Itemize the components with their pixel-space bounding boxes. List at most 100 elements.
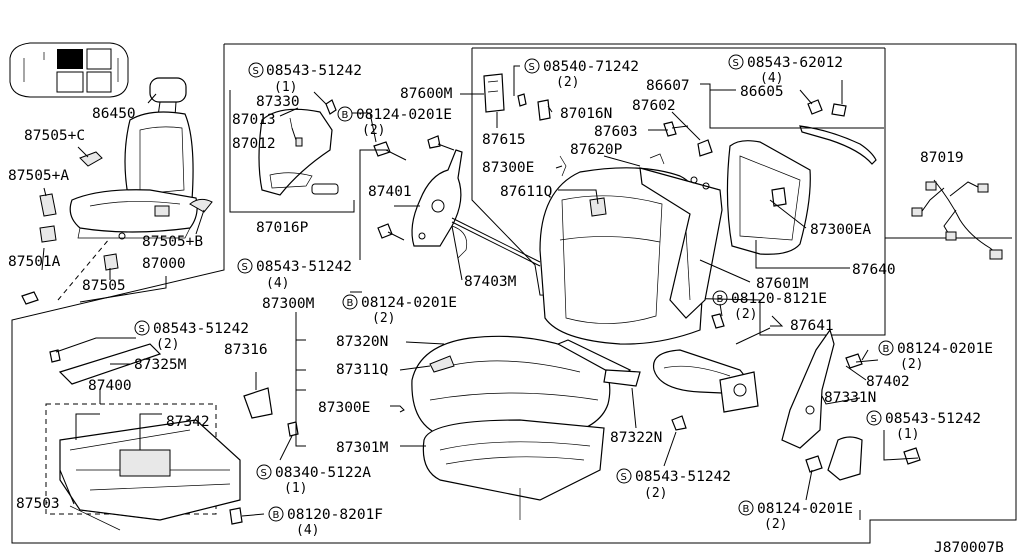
- label-87505-c: 87505+C: [24, 128, 85, 144]
- small-parts-left: [21, 151, 213, 305]
- svg-text:08124-0201E: 08124-0201E: [356, 107, 452, 123]
- label-87615: 87615: [482, 132, 526, 148]
- label-87316: 87316: [224, 342, 268, 358]
- label-87503: 87503: [16, 496, 60, 512]
- label-87602: 87602: [632, 98, 676, 114]
- label-87000: 87000: [142, 256, 186, 272]
- svg-text:S: S: [261, 468, 267, 479]
- label-87320n: 87320N: [336, 334, 388, 350]
- label-87019: 87019: [920, 150, 964, 166]
- svg-text:S: S: [733, 58, 739, 69]
- label-87301m: 87301M: [336, 440, 389, 456]
- svg-text:S: S: [529, 62, 535, 73]
- recliner-87401-drawing: [373, 135, 541, 267]
- label-86607: 86607: [646, 78, 690, 94]
- part-labels: 86450 87505+C 87505+A 87505+B 87501A 870…: [8, 54, 1004, 556]
- svg-text:(4): (4): [266, 276, 289, 291]
- svg-text:08543-62012: 08543-62012: [747, 55, 843, 71]
- svg-text:08124-0201E: 08124-0201E: [897, 341, 993, 357]
- label-87402: 87402: [866, 374, 910, 390]
- svg-text:(2): (2): [900, 357, 923, 372]
- label-b08124-0201e-3: B 08124-0201E (2): [878, 340, 993, 372]
- label-b08120-8121e: B 08120-8121E (2): [712, 290, 827, 322]
- label-87016n: 87016N: [560, 106, 612, 122]
- label-87325m: 87325M: [134, 357, 187, 373]
- label-87016p: 87016P: [256, 220, 309, 236]
- label-87300e-1: 87300E: [482, 160, 534, 176]
- label-87330: 87330: [256, 94, 300, 110]
- svg-text:08540-71242: 08540-71242: [543, 59, 639, 75]
- label-87311q: 87311Q: [336, 362, 388, 378]
- seat-cushion-drawing: [411, 335, 611, 520]
- label-s08340-5122a: S 08340-5122A (1): [256, 464, 371, 496]
- upper-small-parts: [483, 73, 713, 177]
- svg-text:(4): (4): [760, 71, 783, 86]
- label-87640: 87640: [852, 262, 896, 278]
- label-b08124-0201e-2: B 08124-0201E (2): [342, 294, 457, 326]
- label-b08124-0201e-4: B 08124-0201E (2): [738, 500, 853, 532]
- reference-code: J870007B: [934, 540, 1004, 556]
- label-87611q: 87611Q: [500, 184, 552, 200]
- leader-lines: [41, 65, 919, 520]
- label-b08124-0201e-1: B 08124-0201E (2): [337, 106, 452, 138]
- svg-text:B: B: [717, 294, 724, 305]
- label-87300ea: 87300EA: [810, 222, 871, 238]
- svg-text:S: S: [871, 414, 877, 425]
- label-86605: 86605: [740, 84, 784, 100]
- complete-seat-drawing: [69, 77, 198, 240]
- label-87331n: 87331N: [824, 390, 876, 406]
- svg-text:B: B: [743, 504, 750, 515]
- car-location-icon: [9, 42, 129, 98]
- svg-text:08543-51242: 08543-51242: [885, 411, 981, 427]
- label-s08543-51242-2b: S 08543-51242 (2): [616, 468, 731, 501]
- svg-text:(2): (2): [362, 123, 385, 138]
- svg-text:S: S: [621, 472, 627, 483]
- svg-text:(2): (2): [644, 486, 667, 501]
- label-s08540-71242: S 08540-71242 (2): [524, 58, 639, 90]
- side-trim-drawing: [229, 90, 355, 213]
- label-87620p: 87620P: [570, 142, 623, 158]
- svg-text:(2): (2): [764, 517, 787, 532]
- svg-text:(2): (2): [734, 307, 757, 322]
- svg-text:08340-5122A: 08340-5122A: [275, 465, 371, 481]
- seat-plate-drawing: [556, 339, 687, 431]
- label-87400: 87400: [88, 378, 132, 394]
- recliner-lever-drawing: [652, 313, 921, 481]
- svg-text:S: S: [253, 66, 259, 77]
- label-s08543-62012: S 08543-62012 (4): [728, 54, 843, 86]
- svg-text:B: B: [342, 110, 349, 121]
- svg-text:(1): (1): [284, 481, 307, 496]
- label-s08543-51242-4: S 08543-51242 (4): [237, 258, 352, 291]
- label-87401: 87401: [368, 184, 412, 200]
- label-87322n: 87322N: [610, 430, 662, 446]
- svg-text:B: B: [883, 344, 890, 355]
- svg-text:08124-0201E: 08124-0201E: [757, 501, 853, 517]
- svg-text:08120-8201F: 08120-8201F: [287, 507, 383, 523]
- label-s08543-51242-2: S 08543-51242 (2): [134, 320, 249, 352]
- seat-back-drawing: [539, 153, 723, 345]
- label-87600m: 87600M: [400, 86, 453, 102]
- label-87641: 87641: [790, 318, 834, 334]
- label-87601m: 87601M: [756, 276, 809, 292]
- svg-text:08124-0201E: 08124-0201E: [361, 295, 457, 311]
- svg-text:08120-8121E: 08120-8121E: [731, 291, 827, 307]
- svg-text:08543-51242: 08543-51242: [153, 321, 249, 337]
- label-87505-a: 87505+A: [8, 168, 69, 184]
- label-87501a: 87501A: [8, 254, 61, 270]
- svg-text:S: S: [242, 262, 248, 273]
- frame-outline: [11, 43, 1017, 544]
- label-87013: 87013: [232, 112, 276, 128]
- svg-text:(1): (1): [896, 427, 919, 442]
- label-87300e-2: 87300E: [318, 400, 370, 416]
- svg-text:(4): (4): [296, 523, 319, 538]
- wire-harness-drawing: [911, 179, 1003, 260]
- svg-text:B: B: [347, 298, 354, 309]
- svg-text:08543-51242: 08543-51242: [256, 259, 352, 275]
- svg-text:S: S: [139, 324, 145, 335]
- label-87403m: 87403M: [464, 274, 517, 290]
- svg-text:(2): (2): [556, 75, 579, 90]
- label-87012: 87012: [232, 136, 276, 152]
- label-s08543-51242-1: S 08543-51242 (1): [248, 62, 362, 95]
- svg-text:(2): (2): [372, 311, 395, 326]
